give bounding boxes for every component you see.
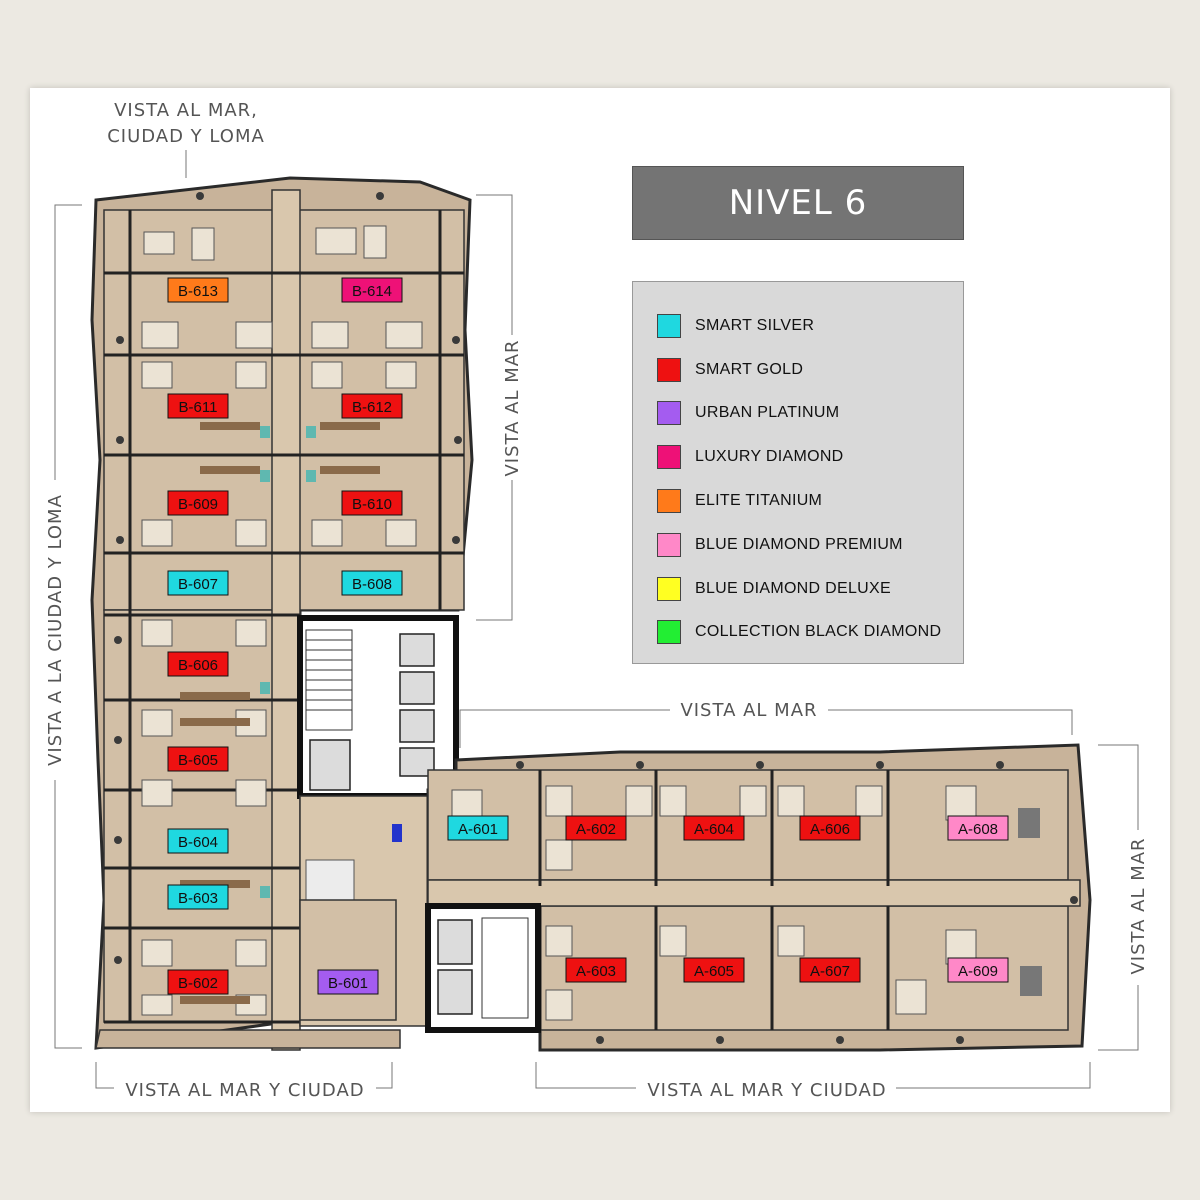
view-left: VISTA A LA CIUDAD Y LOMA	[45, 494, 66, 766]
unit-b-605[interactable]: B-605	[167, 746, 229, 772]
unit-b-608-label: B-608	[352, 576, 392, 593]
unit-a-605-label: A-605	[694, 963, 734, 980]
legend-swatch	[657, 401, 681, 426]
legend-item: BLUE DIAMOND DELUXE	[633, 567, 963, 611]
unit-a-605[interactable]: A-605	[683, 957, 745, 983]
legend-item: URBAN PLATINUM	[633, 392, 963, 436]
unit-b-611[interactable]: B-611	[167, 393, 229, 419]
view-bottom-b: VISTA AL MAR Y CIUDAD	[125, 1080, 364, 1101]
view-top-line2: CIUDAD Y LOMA	[107, 126, 265, 147]
legend-label: BLUE DIAMOND PREMIUM	[695, 535, 903, 553]
tower-b-balcony-furniture	[114, 192, 462, 964]
legend-item: SMART GOLD	[633, 348, 963, 392]
legend-item: LUXURY DIAMOND	[633, 435, 963, 479]
unit-a-609[interactable]: A-609	[947, 957, 1009, 983]
unit-a-608-label: A-608	[958, 821, 998, 838]
unit-b-609[interactable]: B-609	[167, 490, 229, 516]
view-tower-a-top: VISTA AL MAR	[680, 700, 817, 721]
unit-a-606[interactable]: A-606	[799, 815, 861, 841]
unit-b-606-label: B-606	[178, 657, 218, 674]
unit-a-604-label: A-604	[694, 821, 734, 838]
level-title: NIVEL 6	[632, 166, 964, 240]
unit-b-602-label: B-602	[178, 975, 218, 992]
elevators-a	[437, 919, 473, 1015]
tower-b	[90, 176, 474, 1051]
unit-b-605-label: B-605	[178, 752, 218, 769]
legend-label: COLLECTION BLACK DIAMOND	[695, 623, 942, 641]
unit-b-614-label: B-614	[352, 283, 392, 300]
unit-b-603-label: B-603	[178, 890, 218, 907]
unit-b-612-label: B-612	[352, 399, 392, 416]
legend-swatch	[657, 357, 681, 382]
unit-a-602[interactable]: A-602	[565, 815, 627, 841]
legend-label: LUXURY DIAMOND	[695, 448, 844, 466]
legend-item: COLLECTION BLACK DIAMOND	[633, 611, 963, 655]
legend-label: URBAN PLATINUM	[695, 404, 840, 422]
unit-b-608[interactable]: B-608	[341, 570, 403, 596]
legend-item: BLUE DIAMOND PREMIUM	[633, 523, 963, 567]
legend-label: SMART GOLD	[695, 360, 804, 378]
unit-a-606-label: A-606	[810, 821, 850, 838]
unit-labels: B-613 B-614 B-611 B-612 B-609 B-610 B-60…	[167, 277, 1009, 995]
unit-b-607[interactable]: B-607	[167, 570, 229, 596]
unit-a-604[interactable]: A-604	[683, 815, 745, 841]
unit-a-609-label: A-609	[958, 963, 998, 980]
unit-b-601-label: B-601	[328, 975, 368, 992]
legend-swatch	[657, 576, 681, 601]
tower-a	[425, 743, 1092, 1052]
unit-b-604-label: B-604	[178, 834, 218, 851]
unit-a-608[interactable]: A-608	[947, 815, 1009, 841]
legend-swatch	[657, 445, 681, 470]
legend-swatch	[657, 620, 681, 645]
view-tower-a-right: VISTA AL MAR	[1128, 837, 1149, 974]
tower-a-dining	[1018, 808, 1042, 996]
legend-swatch	[657, 313, 681, 338]
unit-a-603[interactable]: A-603	[565, 957, 627, 983]
unit-b-603[interactable]: B-603	[167, 884, 229, 910]
tower-b-baths	[260, 426, 316, 898]
legend-label: ELITE TITANIUM	[695, 492, 823, 510]
unit-a-603-label: A-603	[576, 963, 616, 980]
unit-b-601[interactable]: B-601	[317, 969, 379, 995]
stair-treads	[306, 639, 352, 711]
unit-b-609-label: B-609	[178, 496, 218, 513]
legend-swatch	[657, 532, 681, 557]
unit-b-614[interactable]: B-614	[341, 277, 403, 303]
unit-b-613-label: B-613	[178, 283, 218, 300]
tower-b-furniture	[141, 225, 423, 1016]
unit-b-611-label: B-611	[179, 399, 218, 416]
unit-a-607-label: A-607	[810, 963, 850, 980]
unit-b-610[interactable]: B-610	[341, 490, 403, 516]
unit-b-613[interactable]: B-613	[167, 277, 229, 303]
view-top-line1: VISTA AL MAR,	[114, 100, 258, 121]
legend-label: BLUE DIAMOND DELUXE	[695, 579, 891, 597]
legend-item: ELITE TITANIUM	[633, 479, 963, 523]
tower-b-kitchens	[180, 422, 380, 1004]
unit-b-602[interactable]: B-602	[167, 969, 229, 995]
unit-b-612[interactable]: B-612	[341, 393, 403, 419]
unit-a-602-label: A-602	[576, 821, 616, 838]
unit-b-604[interactable]: B-604	[167, 828, 229, 854]
view-tower-b-right: VISTA AL MAR	[502, 339, 523, 476]
view-bottom-a: VISTA AL MAR Y CIUDAD	[647, 1080, 886, 1101]
legend: SMART SILVER SMART GOLD URBAN PLATINUM L…	[632, 281, 964, 664]
unit-b-606[interactable]: B-606	[167, 651, 229, 677]
tower-b-partitions	[104, 210, 464, 1024]
legend-label: SMART SILVER	[695, 316, 815, 334]
unit-a-601[interactable]: A-601	[447, 815, 509, 841]
unit-a-607[interactable]: A-607	[799, 957, 861, 983]
unit-b-607-label: B-607	[178, 576, 218, 593]
legend-item: SMART SILVER	[633, 304, 963, 348]
unit-a-601-label: A-601	[458, 821, 498, 838]
legend-swatch	[657, 489, 681, 514]
tower-a-balcony-furniture	[516, 761, 1078, 1044]
view-markers	[54, 150, 1139, 1089]
unit-b-610-label: B-610	[352, 496, 392, 513]
